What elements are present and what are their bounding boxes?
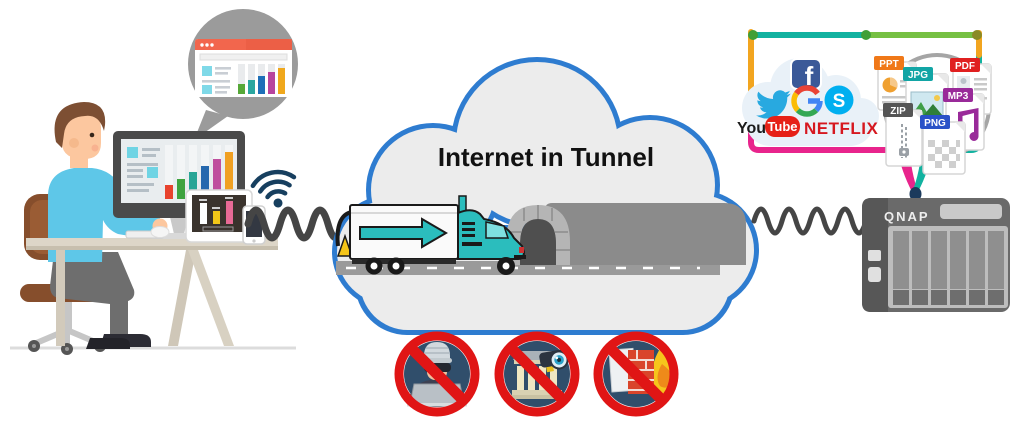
svg-text:MP3: MP3 xyxy=(948,91,969,102)
pants xyxy=(50,252,135,304)
thought-bubble xyxy=(188,9,298,140)
file-png-icon: PNG xyxy=(920,115,966,175)
nas-brand: QNAP xyxy=(884,209,930,224)
svg-text:Tube: Tube xyxy=(767,119,797,134)
nas-drive-bays xyxy=(893,231,1004,305)
monitor-bar-chart xyxy=(165,145,233,199)
svg-text:ZIP: ZIP xyxy=(890,106,906,117)
desk xyxy=(26,238,278,346)
no-surveillance-icon xyxy=(494,331,580,417)
wifi-icon xyxy=(250,169,297,208)
svg-text:S: S xyxy=(833,91,846,112)
social-cloud: f S You Tube NETFLIX xyxy=(737,58,879,146)
file-types-cluster: PPT PDF JPG xyxy=(874,53,992,175)
forward-arrow-icon xyxy=(359,217,448,249)
hair xyxy=(54,102,106,148)
file-zip-icon: ZIP xyxy=(883,103,923,167)
frame-dot xyxy=(861,30,871,40)
cloud-body xyxy=(337,62,754,330)
browser-window-icon xyxy=(195,39,292,97)
nas-button xyxy=(868,250,881,261)
prohibition-badges xyxy=(394,331,679,417)
svg-text:JPG: JPG xyxy=(908,70,928,81)
svg-text:PNG: PNG xyxy=(924,118,946,129)
svg-text:You: You xyxy=(737,120,766,137)
cloud-title: Internet in Tunnel xyxy=(438,142,654,172)
cable-right xyxy=(751,206,869,236)
no-fire-icon xyxy=(593,331,679,417)
svg-text:PDF: PDF xyxy=(955,61,975,72)
youtube-logo: You Tube xyxy=(737,116,800,137)
truck-icon xyxy=(335,195,526,275)
eye xyxy=(89,132,95,138)
mouse xyxy=(150,226,170,238)
cable-left xyxy=(244,206,348,242)
camera-icon xyxy=(539,349,569,373)
svg-text:PPT: PPT xyxy=(879,59,898,70)
google-icon xyxy=(791,85,823,117)
nas-button xyxy=(868,267,881,282)
nas-device: QNAP xyxy=(862,198,1010,312)
netflix-logo: NETFLIX xyxy=(804,119,878,138)
warning-triangle-icon xyxy=(336,233,354,257)
frame-dot xyxy=(972,30,982,40)
frame-dot xyxy=(748,30,758,40)
face xyxy=(60,109,101,159)
ear xyxy=(69,138,79,148)
tablet xyxy=(185,189,253,243)
bubble-bar-chart xyxy=(238,64,285,94)
skype-icon: S xyxy=(824,85,854,115)
shoe xyxy=(86,338,130,349)
svg-text:f: f xyxy=(805,61,814,91)
internet-cloud: Internet in Tunnel xyxy=(332,57,759,335)
nas-display xyxy=(940,204,1002,219)
user-workstation xyxy=(10,9,298,355)
twitter-icon xyxy=(756,90,791,119)
no-hacking-icon xyxy=(394,331,480,417)
tunnel-icon xyxy=(506,203,746,265)
